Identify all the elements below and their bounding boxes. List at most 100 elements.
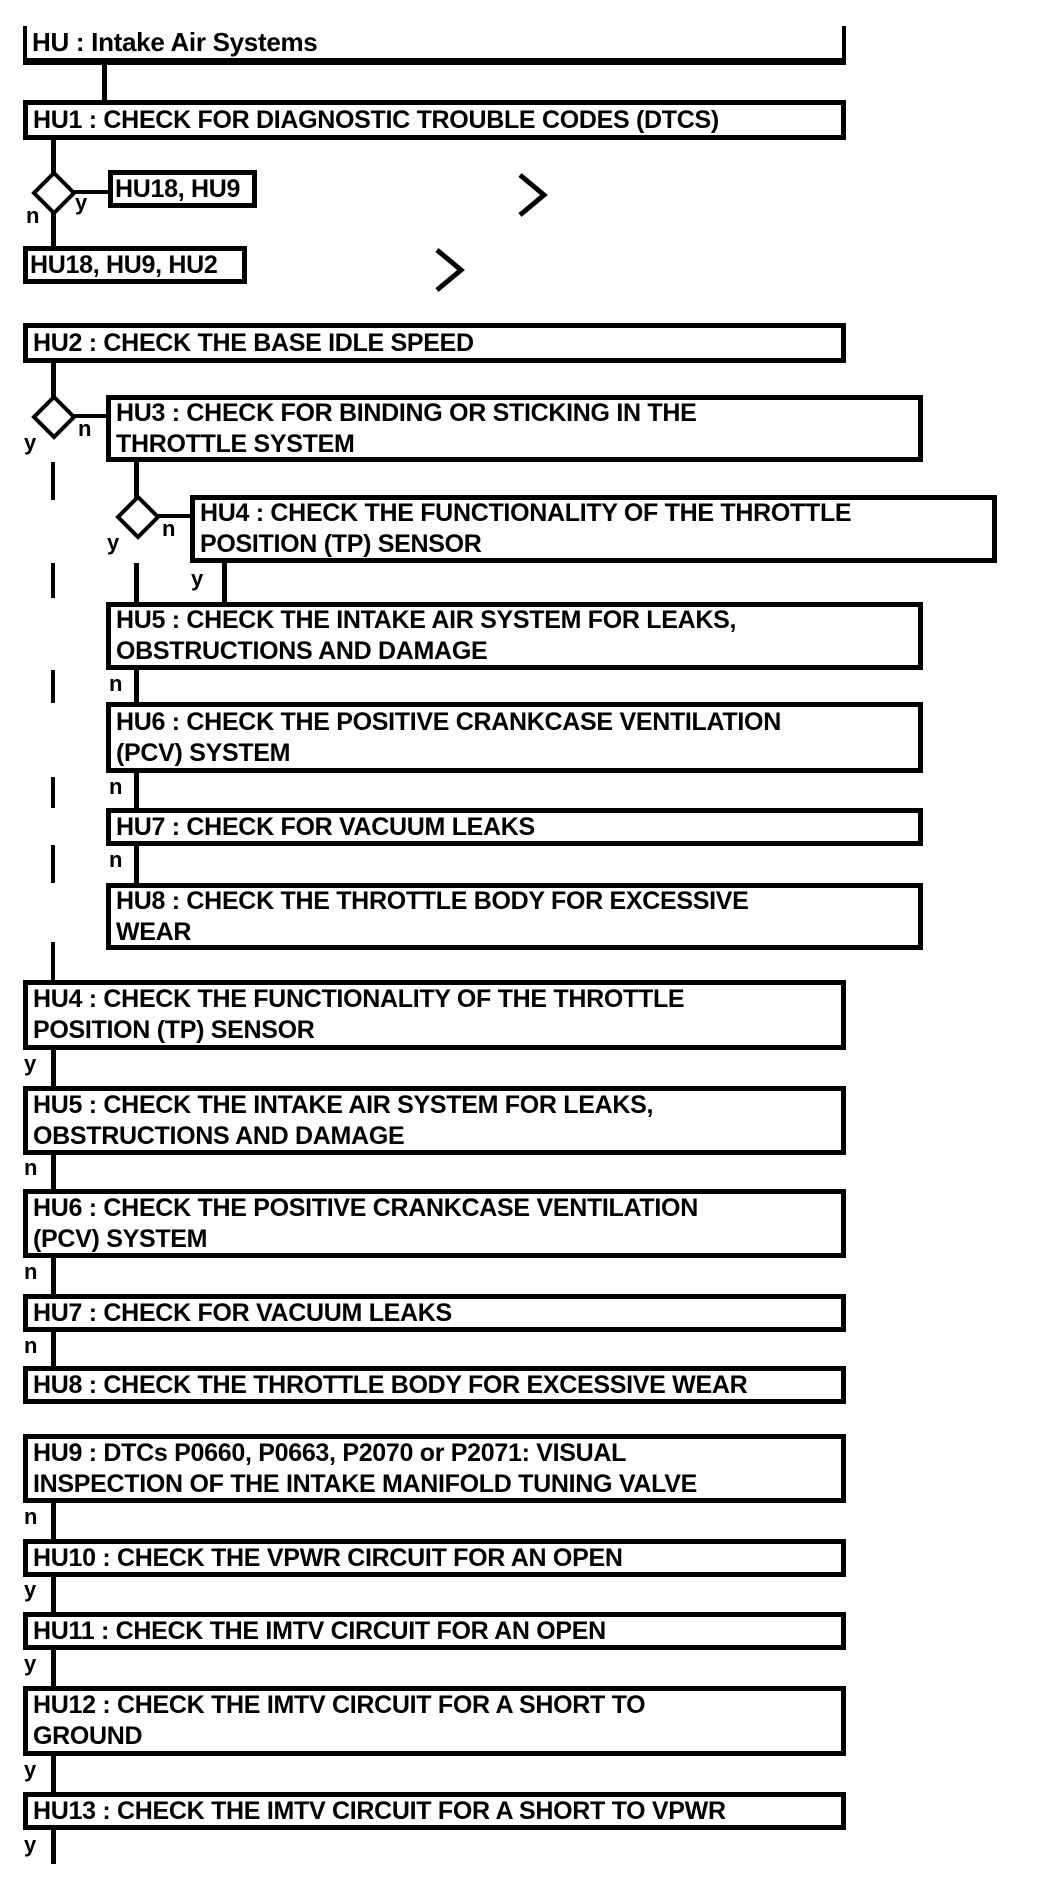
decision-diamond-throttle — [115, 494, 161, 540]
flow-node-hu6-branch: HU6 : CHECK THE POSITIVE CRANKCASE VENTI… — [106, 702, 923, 773]
branch-label-yes: y — [75, 190, 88, 215]
flow-node-hu18-hu9: HU18, HU9 — [108, 170, 257, 208]
dashed-connector-segment — [51, 462, 55, 500]
flow-node-hu5-branch: HU5 : CHECK THE INTAKE AIR SYSTEM FOR LE… — [106, 602, 923, 670]
connector-hu5-to-hu6 — [51, 1155, 56, 1189]
node-text: HU : Intake Air Systems — [32, 26, 318, 57]
connector-diamond-y-to-hu5-branch — [134, 563, 139, 602]
dashed-connector-segment — [51, 777, 55, 808]
branch-label-yes: y — [24, 1051, 37, 1076]
dashed-connector-segment — [51, 563, 55, 598]
branch-label-yes: y — [24, 1757, 37, 1782]
flow-node-hu7-branch: HU7 : CHECK FOR VACUUM LEAKS — [106, 808, 923, 846]
branch-label-yes: y — [24, 430, 37, 455]
dashed-connector-segment — [51, 845, 55, 883]
dashed-connector-segment — [51, 670, 55, 703]
branch-label-no: n — [24, 1504, 38, 1529]
flow-node-hu12: HU12 : CHECK THE IMTV CIRCUIT FOR A SHOR… — [23, 1686, 846, 1756]
node-text: HU18, HU9 — [115, 174, 241, 203]
node-text: HU6 : CHECK THE POSITIVE CRANKCASE VENTI… — [33, 1193, 698, 1222]
branch-label-no: n — [109, 671, 123, 696]
flow-node-hu-title: HU : Intake Air Systems — [23, 26, 846, 65]
node-text: HU5 : CHECK THE INTAKE AIR SYSTEM FOR LE… — [116, 606, 737, 634]
node-text: HU3 : CHECK FOR BINDING OR STICKING IN T… — [116, 398, 697, 427]
connector-hu13-continue — [51, 1830, 56, 1864]
node-text: POSITION (TP) SENSOR — [200, 530, 482, 558]
node-text: (PCV) SYSTEM — [33, 1224, 208, 1253]
node-text: HU2 : CHECK THE BASE IDLE SPEED — [33, 328, 474, 357]
node-text: HU9 : DTCs P0660, P0663, P2070 or P2071:… — [33, 1438, 627, 1467]
node-text: HU11 : CHECK THE IMTV CIRCUIT FOR AN OPE… — [33, 1616, 606, 1645]
node-text: GROUND — [33, 1722, 143, 1750]
connector-hu4-branch-to-hu5-branch — [222, 563, 227, 602]
connector-hu3-to-diamond — [134, 462, 139, 498]
branch-label-no: n — [162, 516, 176, 541]
branch-label-no: n — [109, 847, 123, 872]
connector-hu11-to-hu12 — [51, 1650, 56, 1686]
flow-node-hu10: HU10 : CHECK THE VPWR CIRCUIT FOR AN OPE… — [23, 1539, 846, 1577]
node-text: HU8 : CHECK THE THROTTLE BODY FOR EXCESS… — [116, 886, 749, 915]
branch-label-no: n — [24, 1155, 38, 1180]
flow-node-hu6: HU6 : CHECK THE POSITIVE CRANKCASE VENTI… — [23, 1189, 846, 1258]
flow-node-hu5: HU5 : CHECK THE INTAKE AIR SYSTEM FOR LE… — [23, 1086, 846, 1155]
node-text: (PCV) SYSTEM — [116, 738, 291, 767]
branch-label-no: n — [24, 1333, 38, 1358]
connector-hu1-to-diamond — [51, 140, 56, 174]
branch-label-no: n — [109, 774, 123, 799]
branch-label-yes: y — [24, 1651, 37, 1676]
flow-node-hu1: HU1 : CHECK FOR DIAGNOSTIC TROUBLE CODES… — [23, 100, 846, 140]
flow-node-hu2: HU2 : CHECK THE BASE IDLE SPEED — [23, 323, 846, 363]
node-text: WEAR — [116, 917, 192, 946]
flow-node-hu3: HU3 : CHECK FOR BINDING OR STICKING IN T… — [106, 395, 923, 462]
connector-hu4-to-hu5 — [51, 1050, 56, 1086]
node-text: HU13 : CHECK THE IMTV CIRCUIT FOR A SHOR… — [33, 1796, 726, 1825]
connector-hu7-to-hu8 — [51, 1332, 56, 1366]
node-text: HU8 : CHECK THE THROTTLE BODY FOR EXCESS… — [33, 1370, 748, 1399]
flow-node-hu4-branch: HU4 : CHECK THE FUNCTIONALITY OF THE THR… — [190, 495, 997, 563]
flow-node-hu13: HU13 : CHECK THE IMTV CIRCUIT FOR A SHOR… — [23, 1792, 846, 1830]
node-text: HU12 : CHECK THE IMTV CIRCUIT FOR A SHOR… — [33, 1691, 646, 1719]
node-text: INSPECTION OF THE INTAKE MANIFOLD TUNING… — [33, 1469, 697, 1498]
decision-diamond-idle — [31, 394, 77, 440]
connector-hu6-to-hu7 — [51, 1258, 56, 1294]
connector-hu5-branch-to-hu6-branch — [134, 670, 139, 702]
node-text: HU7 : CHECK FOR VACUUM LEAKS — [116, 812, 535, 841]
connector-diamond-to-hu4-branch — [158, 514, 190, 518]
connector-diamond-to-hu18-hu9 — [73, 190, 108, 194]
flow-node-hu11: HU11 : CHECK THE IMTV CIRCUIT FOR AN OPE… — [23, 1612, 846, 1650]
flow-node-hu9: HU9 : DTCs P0660, P0663, P2070 or P2071:… — [23, 1434, 846, 1503]
branch-label-yes: y — [24, 1832, 37, 1857]
branch-label-yes: y — [191, 566, 204, 591]
connector-hu10-to-hu11 — [51, 1577, 56, 1612]
connector-diamond-to-hu3 — [74, 414, 106, 418]
node-text: POSITION (TP) SENSOR — [33, 1016, 315, 1044]
node-text: HU7 : CHECK FOR VACUUM LEAKS — [33, 1298, 452, 1327]
connector-hu9-to-hu10 — [51, 1503, 56, 1539]
node-text: THROTTLE SYSTEM — [116, 429, 355, 458]
branch-label-no: n — [24, 1259, 38, 1284]
connector-hu-to-hu1 — [102, 65, 107, 100]
flow-node-hu7: HU7 : CHECK FOR VACUUM LEAKS — [23, 1294, 846, 1332]
flow-node-hu8-branch: HU8 : CHECK THE THROTTLE BODY FOR EXCESS… — [106, 883, 923, 950]
node-text: HU4 : CHECK THE FUNCTIONALITY OF THE THR… — [200, 499, 852, 527]
flow-node-hu4: HU4 : CHECK THE FUNCTIONALITY OF THE THR… — [23, 980, 846, 1050]
dashed-connector-segment — [51, 942, 55, 980]
branch-label-no: n — [26, 203, 40, 228]
node-text: OBSTRUCTIONS AND DAMAGE — [116, 637, 488, 665]
branch-label-yes: y — [24, 1577, 37, 1602]
node-text: HU10 : CHECK THE VPWR CIRCUIT FOR AN OPE… — [33, 1543, 623, 1572]
connector-diamond-to-hu18-hu9-hu2 — [51, 211, 56, 246]
flow-node-hu8: HU8 : CHECK THE THROTTLE BODY FOR EXCESS… — [23, 1366, 846, 1404]
connector-hu12-to-hu13 — [51, 1756, 56, 1792]
node-text: OBSTRUCTIONS AND DAMAGE — [33, 1121, 405, 1150]
branch-label-yes: y — [107, 530, 120, 555]
continue-chevron-icon — [518, 173, 548, 217]
node-text: HU5 : CHECK THE INTAKE AIR SYSTEM FOR LE… — [33, 1090, 654, 1119]
node-text: HU4 : CHECK THE FUNCTIONALITY OF THE THR… — [33, 985, 685, 1013]
continue-chevron-icon — [435, 248, 465, 292]
connector-hu6-branch-to-hu7-branch — [134, 773, 139, 808]
connector-hu2-to-diamond — [51, 363, 56, 398]
node-text: HU18, HU9, HU2 — [30, 250, 218, 279]
node-text: HU1 : CHECK FOR DIAGNOSTIC TROUBLE CODES… — [33, 105, 719, 134]
